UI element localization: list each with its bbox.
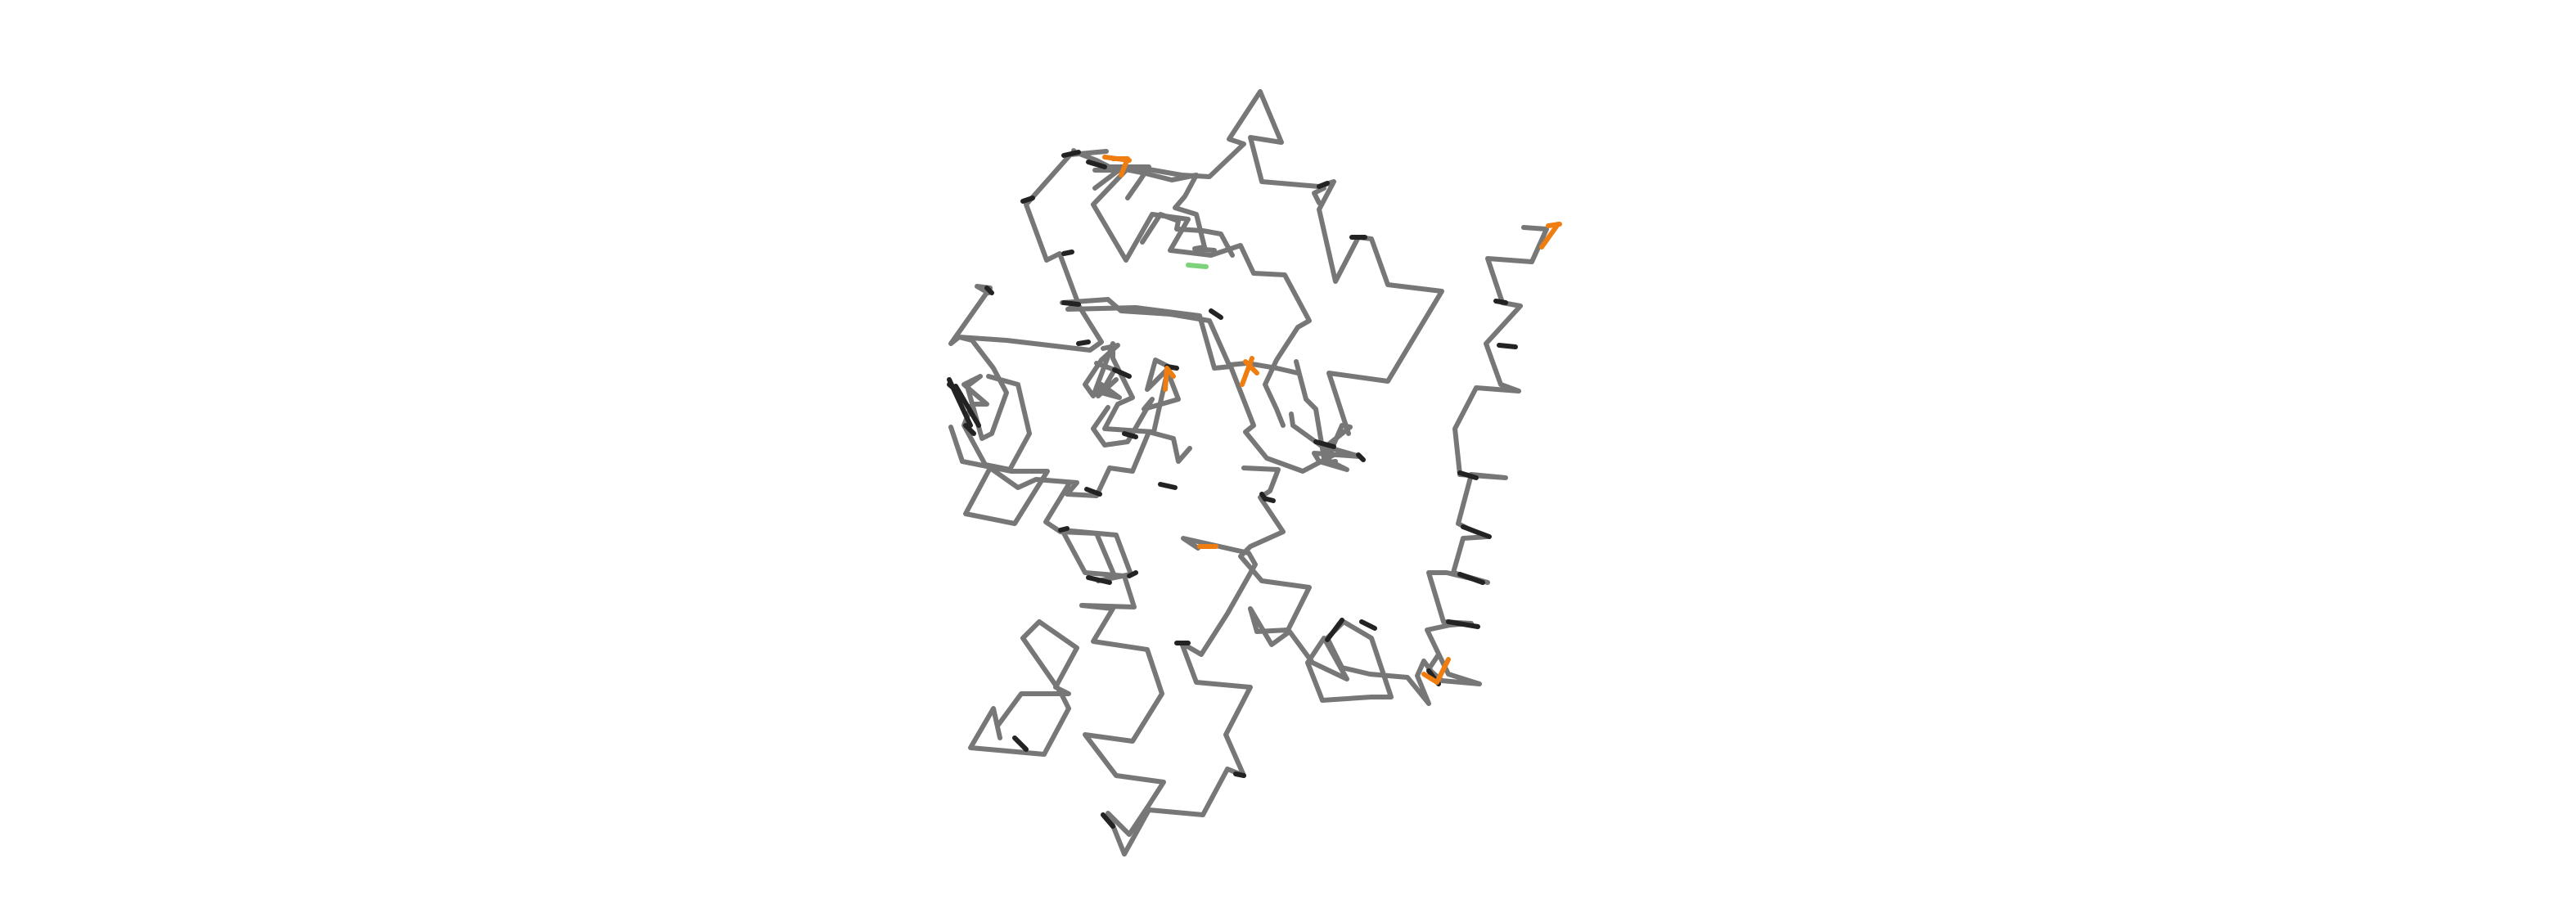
backbone-shade-33	[1259, 492, 1268, 501]
sulfur-bond-9	[1102, 155, 1132, 163]
backbone-shade-31	[1325, 618, 1344, 642]
backbone-trace-12	[968, 619, 1079, 757]
backbone-shade-37	[1076, 340, 1091, 346]
backbone-trace-3	[1248, 89, 1444, 436]
backbone-shade-29	[1122, 431, 1138, 439]
backbone-trace-20	[1099, 343, 1120, 362]
backbone-shade-18	[1127, 570, 1138, 578]
sulfur-bond-4	[1163, 366, 1176, 392]
sulfur-bond-7	[1421, 657, 1451, 685]
backbone-trace-7	[1060, 528, 1137, 609]
backbone-shade-36	[1084, 487, 1102, 497]
backbone-shade-24	[953, 384, 981, 428]
backbone-shade-26	[1356, 452, 1366, 462]
backbone-shade-38	[1209, 308, 1223, 320]
backbone-shade-8	[1497, 343, 1518, 349]
backbone-shade-4	[1061, 300, 1081, 307]
backbone-shade-15	[1233, 771, 1246, 778]
backbone-shade-20	[963, 423, 976, 436]
backbone-trace-10	[948, 425, 1192, 526]
backbone-shade-19	[1058, 526, 1070, 533]
backbone-shade-35	[1158, 482, 1178, 490]
backbone-trace-1	[1024, 149, 1336, 474]
sulfur-bond-3	[1243, 359, 1259, 376]
backbone-shade-27	[1112, 367, 1132, 379]
backbone-shade-34	[1086, 575, 1112, 585]
backbone-trace-6	[1079, 536, 1258, 857]
backbone-shade-7	[1493, 299, 1508, 305]
backbone-trace-5	[1238, 465, 1434, 706]
backbone-shade-11	[1446, 619, 1480, 629]
backbone-shade-23	[947, 377, 973, 428]
backbone-shade-22	[984, 286, 994, 295]
backbone-trace-4	[1425, 225, 1549, 686]
backbone-shade-12	[1457, 572, 1485, 585]
backbone-shade-25	[1313, 439, 1336, 449]
highlight-bond-1	[1186, 263, 1209, 269]
sulfur-bond-2	[1240, 356, 1254, 387]
sulfur-bond-6	[1539, 222, 1560, 250]
backbone-shade-17	[1012, 735, 1029, 752]
backbone-trace-16	[1140, 212, 1235, 258]
backbone-trace-8	[948, 284, 1032, 472]
backbone-shade-9	[1457, 470, 1479, 480]
backbone-shade-32	[1359, 619, 1377, 631]
backbone-shade-39	[1086, 160, 1107, 169]
backbone-shade-10	[1461, 524, 1492, 539]
backbone-trace-18	[1294, 359, 1362, 472]
backbone-shade-30	[1264, 497, 1276, 503]
backbone-shade-16	[1101, 812, 1115, 829]
backbone-shade-3	[1061, 250, 1074, 256]
backbone-shade-5	[1317, 181, 1330, 189]
backbone-shade-1	[1061, 150, 1081, 158]
backbone-trace-19	[1312, 186, 1326, 205]
backbone-trace-15	[1092, 166, 1217, 253]
backbone-shade-2	[1020, 196, 1035, 204]
